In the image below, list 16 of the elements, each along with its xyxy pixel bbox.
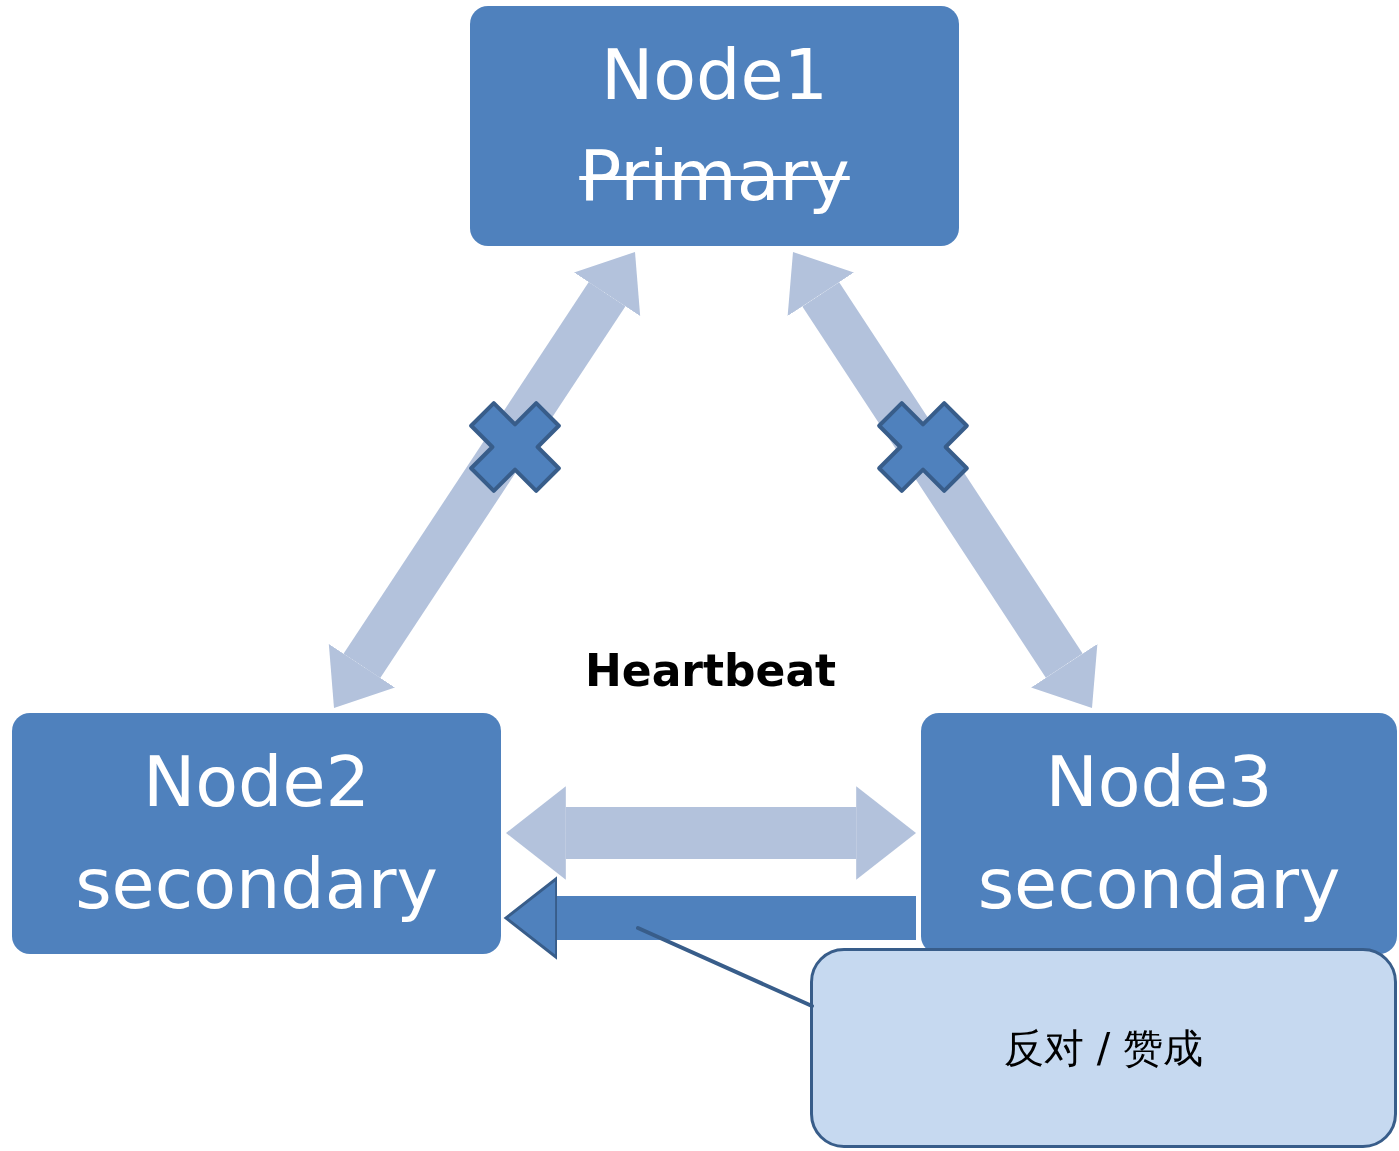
node-role: Primary: [579, 134, 850, 219]
node-title: Node2: [142, 740, 371, 825]
node-title: Node3: [1045, 740, 1273, 825]
diagram-label: Heartbeat: [585, 645, 837, 696]
double-arrow: [787, 252, 1098, 708]
node-box: [470, 6, 959, 246]
node-role: secondary: [977, 841, 1341, 927]
node-box: [921, 713, 1397, 954]
callout-box: [810, 948, 1397, 1148]
double-arrow: [328, 252, 641, 708]
callout-text: 反对 / 赞成: [1004, 1024, 1203, 1073]
node-title: Node1: [600, 32, 829, 118]
node-box: [12, 713, 501, 954]
node-role: secondary: [75, 841, 438, 927]
leader-line: [636, 926, 814, 1008]
double-arrow: [506, 786, 916, 880]
